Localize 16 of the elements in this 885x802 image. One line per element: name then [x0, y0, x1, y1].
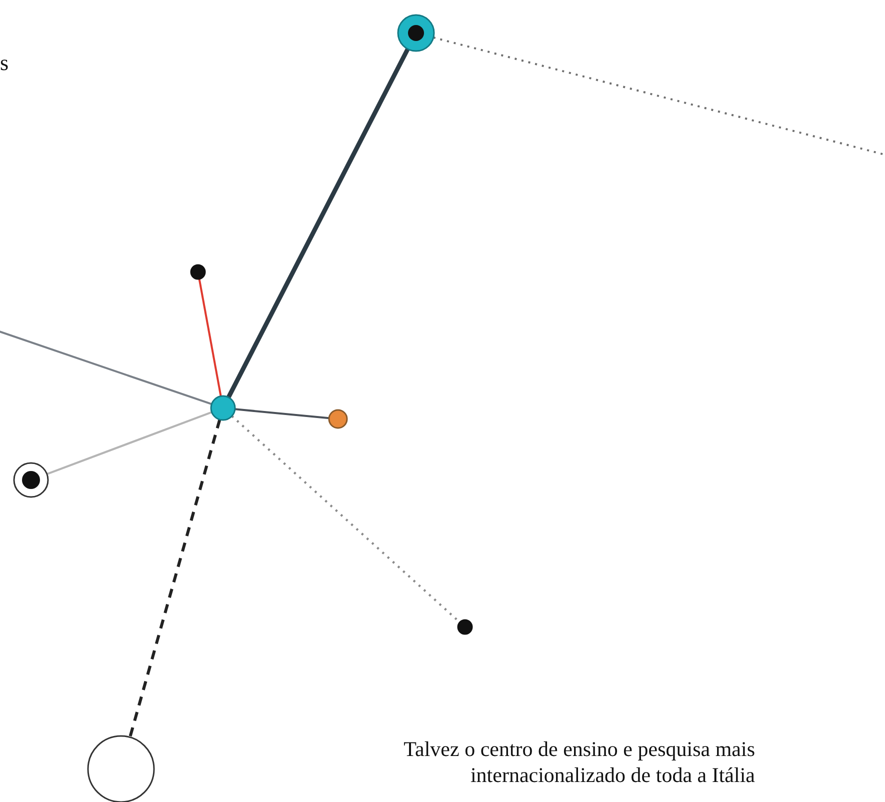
caption: Talvez o centro de ensino e pesquisa mais internacionalizado de toda a Itália [402, 736, 755, 788]
connector-line [234, 408, 330, 420]
connector-line [198, 278, 222, 396]
connector-line [226, 48, 410, 398]
network-node [457, 619, 473, 635]
network-node [397, 14, 435, 52]
connector-line [128, 419, 222, 738]
text-fragment: s [0, 50, 9, 76]
network-node [190, 264, 206, 280]
network-node [210, 395, 236, 421]
connector-line [433, 36, 885, 157]
network-node [13, 462, 49, 498]
connector-line [46, 411, 212, 475]
connector-line [0, 329, 212, 406]
network-node [328, 409, 348, 429]
network-node [87, 735, 155, 802]
